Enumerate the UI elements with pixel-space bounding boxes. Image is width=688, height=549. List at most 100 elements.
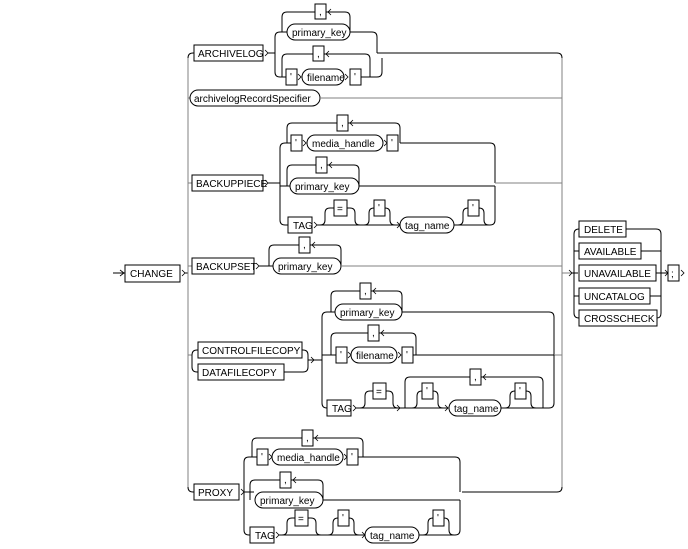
quote: ' — [354, 72, 356, 83]
connector — [411, 390, 423, 409]
primary-key-label: primary_key — [278, 262, 332, 273]
comma: , — [341, 118, 344, 129]
connector — [384, 207, 400, 226]
tag-keyword: TAG — [332, 404, 352, 415]
connector — [268, 244, 299, 266]
connector — [191, 349, 198, 356]
change-keyword: CHANGE — [130, 269, 173, 280]
arrow-icon — [325, 50, 330, 58]
connector — [243, 456, 257, 492]
quote-box — [256, 448, 269, 466]
connector — [286, 122, 337, 143]
connector — [402, 311, 555, 355]
tag-keyword-box — [326, 399, 352, 417]
connector — [286, 164, 316, 186]
connector — [281, 517, 295, 536]
media-handle-pill — [271, 448, 344, 466]
quote: ' — [406, 350, 408, 361]
connector — [291, 479, 324, 500]
arrow-icon — [181, 269, 186, 277]
quote: ' — [391, 138, 393, 149]
connector — [422, 517, 434, 536]
equals: = — [376, 387, 382, 398]
arrow-icon — [275, 531, 280, 539]
equals: = — [337, 204, 343, 215]
connector — [330, 332, 368, 355]
connector — [504, 390, 516, 409]
comma: , — [319, 7, 322, 18]
primary-key-label: primary_key — [295, 182, 349, 193]
connector — [443, 500, 461, 536]
quote: ' — [378, 203, 380, 214]
datafilecopy-keyword: DATAFILECOPY — [202, 368, 277, 379]
connector — [281, 53, 313, 77]
controlfilecopy-keyword: CONTROLFILECOPY — [202, 346, 301, 357]
quote-box — [386, 134, 399, 152]
arrow-icon — [328, 161, 333, 169]
comma: , — [320, 160, 323, 171]
connector — [279, 183, 290, 226]
arrow-icon — [292, 476, 297, 484]
tag-keyword-box — [249, 526, 275, 544]
action-unavailable: UNAVAILABLE — [584, 269, 651, 280]
filename-label: filename — [307, 73, 345, 84]
connector — [310, 244, 342, 266]
media-handle-label: media_handle — [312, 139, 375, 150]
action-available: AVAILABLE — [584, 247, 637, 258]
connector — [359, 390, 373, 409]
arrow-icon — [380, 329, 385, 337]
archivelog-keyword-box — [193, 44, 264, 62]
arrow-icon — [327, 8, 332, 16]
connector — [187, 52, 194, 59]
connector — [284, 360, 309, 373]
terminator: ; — [671, 269, 674, 280]
connector — [347, 207, 361, 226]
media-handle-label: media_handle — [277, 453, 340, 464]
tag-keyword: TAG — [255, 531, 275, 542]
arrow-icon — [352, 404, 357, 412]
comma: , — [474, 372, 477, 383]
proxy-keyword-box — [193, 483, 240, 501]
comma: , — [317, 49, 320, 60]
arrow-icon — [302, 139, 307, 147]
tag-keyword: TAG — [293, 221, 313, 232]
arrow-icon — [119, 269, 125, 277]
connector — [274, 53, 286, 78]
quote: ' — [472, 203, 474, 214]
filename-pill — [350, 346, 398, 364]
quote-box — [290, 134, 303, 152]
connector — [281, 11, 315, 32]
arrow-icon — [344, 73, 349, 81]
connector — [327, 517, 339, 536]
connector — [191, 355, 198, 373]
arrow-icon — [372, 287, 377, 295]
connector — [573, 228, 580, 273]
connector — [279, 142, 291, 183]
quote: ' — [437, 513, 439, 524]
connector — [302, 349, 309, 360]
action-crosscheck: CROSSCHECK — [584, 314, 655, 325]
connector — [321, 311, 335, 360]
backupset-keyword: BACKUPSET — [196, 262, 257, 273]
connector — [457, 207, 469, 226]
connector — [324, 53, 371, 77]
connector — [363, 207, 375, 226]
connector — [327, 164, 360, 186]
connector — [358, 456, 461, 492]
connector — [379, 332, 417, 355]
connector — [251, 437, 302, 457]
tag-name-label: tag_name — [454, 404, 499, 415]
quote-box — [285, 68, 298, 86]
comma: , — [284, 475, 287, 486]
comma: , — [303, 240, 306, 251]
tag-name-label: tag_name — [405, 221, 450, 232]
connector — [478, 186, 496, 226]
quote: ' — [295, 138, 297, 149]
quote: ' — [290, 72, 292, 83]
backuppiece-keyword-box — [191, 174, 264, 192]
primary-key-label: primary_key — [340, 308, 394, 319]
connector — [386, 390, 399, 409]
connector — [525, 355, 555, 409]
connector — [249, 479, 280, 500]
arrow-icon — [297, 73, 302, 81]
